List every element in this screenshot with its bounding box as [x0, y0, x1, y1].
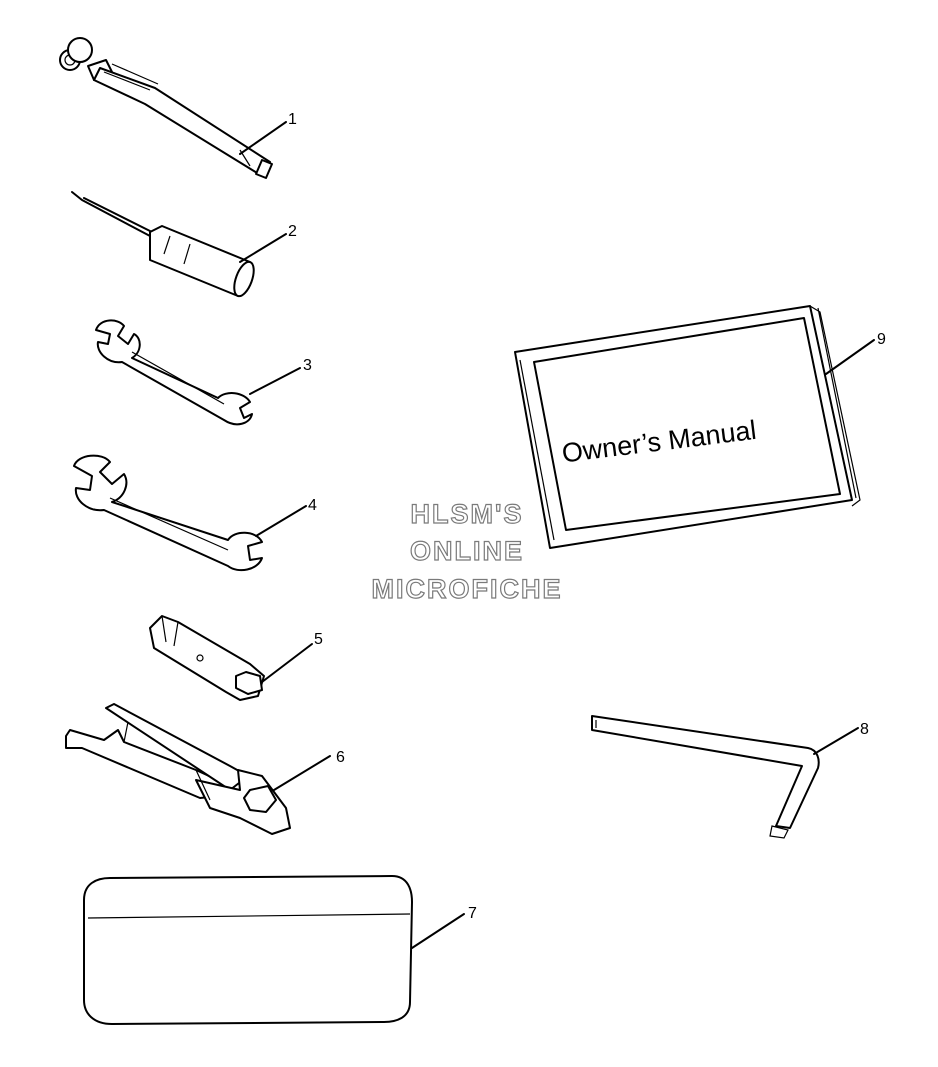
- watermark-line-2: ONLINE: [410, 536, 524, 566]
- watermark: HLSM'S ONLINE MICROFICHE: [371, 498, 563, 604]
- tool-pouch: [83, 875, 413, 1025]
- callout-1: 1: [288, 111, 297, 128]
- callout-4: 4: [308, 497, 317, 514]
- leader-lines: [239, 121, 875, 949]
- callout-9: 9: [877, 331, 886, 348]
- callout-5: 5: [314, 631, 323, 648]
- tire-gauge: [59, 37, 273, 179]
- callout-7: 7: [468, 905, 477, 922]
- callout-labels: 1 2 3 4 5 6 7 8 9: [288, 111, 886, 922]
- callout-8: 8: [860, 721, 869, 738]
- watermark-line-1: HLSM'S: [411, 499, 524, 529]
- owners-manual: Owner’s Manual: [514, 305, 861, 549]
- wrench-large: [73, 454, 263, 572]
- watermark-line-3: MICROFICHE: [372, 574, 563, 604]
- screwdriver: [71, 191, 255, 298]
- callout-2: 2: [288, 223, 297, 240]
- callout-6: 6: [336, 749, 345, 766]
- wrench-small: [95, 319, 253, 426]
- callout-3: 3: [303, 357, 312, 374]
- tool-bracket: [65, 703, 291, 835]
- hex-key: [591, 715, 820, 839]
- plug-socket: [149, 615, 265, 701]
